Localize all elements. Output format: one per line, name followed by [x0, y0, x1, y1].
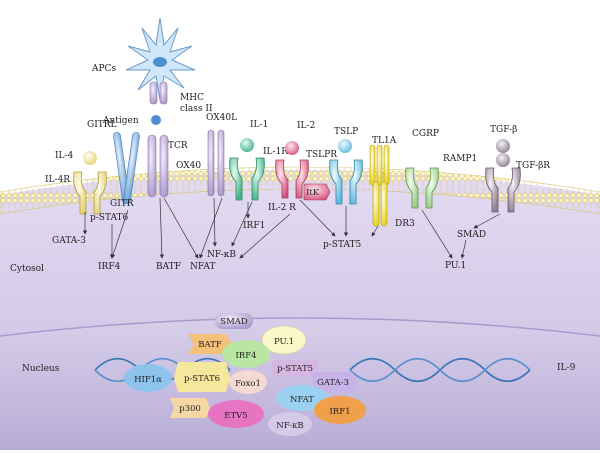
nfat-factor: NFAT — [276, 385, 328, 411]
svg-text:BATF: BATF — [198, 340, 222, 350]
pu1-label: PU.1 — [445, 261, 466, 271]
irf1-factor: IRF1 — [314, 396, 366, 424]
nucleus-region — [0, 318, 600, 450]
il1r-label: IL-1R — [263, 147, 288, 157]
il1-label: IL-1 — [250, 120, 268, 130]
cgrp-label: CGRP — [412, 129, 439, 139]
tslpr-receptor — [329, 159, 363, 205]
batf-label: BATF — [156, 262, 181, 272]
il2r-receptor — [275, 159, 309, 199]
irf1-label: IRF1 — [243, 221, 265, 231]
antigen-dot — [151, 115, 161, 125]
pstat6-label: p-STAT6 — [90, 213, 128, 223]
il4-label: IL-4 — [55, 151, 74, 161]
nfat-label: NFAT — [190, 262, 215, 272]
svg-text:Foxo1: Foxo1 — [235, 379, 261, 389]
hif1a-factor: HIF1α — [124, 364, 172, 392]
gata3-label: GATA-3 — [52, 236, 86, 246]
nuclear-factor-complex: SMAD BATF PU.1 IRF4 p-STAT5 HIF1α p-STAT… — [124, 313, 366, 436]
svg-text:HIF1α: HIF1α — [134, 375, 162, 385]
il1-ligand — [240, 138, 254, 152]
mhc-label-line1: MHC — [180, 93, 204, 103]
svg-text:NF-κB: NF-κB — [276, 421, 303, 431]
tgfbr-receptor — [485, 167, 521, 213]
ox40-label: OX40 — [176, 161, 201, 171]
foxo1-factor: Foxo1 — [229, 370, 267, 394]
svg-text:PU.1: PU.1 — [274, 337, 294, 347]
il2-ligand — [285, 141, 299, 155]
smad-factor: SMAD — [215, 313, 253, 329]
tcr-receptor — [147, 134, 169, 198]
svg-text:IRF4: IRF4 — [235, 351, 256, 361]
tcr-label: TCR — [168, 141, 188, 151]
il4r-label: IL-4R — [45, 175, 70, 185]
mhc-class-ii — [149, 81, 168, 105]
svg-text:p300: p300 — [179, 404, 201, 414]
itk-kinase: ItK — [303, 183, 331, 201]
mhc-label-line2: class II — [180, 104, 213, 114]
tgfb-ligand — [496, 139, 510, 153]
il2-label: IL-2 — [297, 121, 315, 131]
tslp-ligand — [338, 139, 352, 153]
svg-text:GATA-3: GATA-3 — [317, 378, 349, 388]
nucleus-label: Nucleus — [22, 364, 60, 374]
etv5-factor: ETV5 — [208, 400, 264, 428]
gitrl-label: GITRL — [87, 120, 117, 130]
cytosol-label: Cytosol — [10, 264, 44, 274]
svg-text:SMAD: SMAD — [220, 317, 248, 327]
batf-factor: BATF — [188, 334, 232, 354]
pstat5-label: p-STAT5 — [323, 240, 361, 250]
svg-text:p-STAT5: p-STAT5 — [277, 364, 313, 374]
il1r-receptor — [229, 157, 265, 201]
il4-ligand — [83, 151, 97, 165]
antigen-label: Antigen — [102, 116, 139, 126]
nuclear-envelope — [0, 317, 600, 337]
tl1a-label: TL1A — [372, 136, 397, 146]
nfkb-factor: NF-κB — [268, 412, 312, 436]
itk-label: ItK — [306, 188, 320, 198]
irf4-label: IRF4 — [98, 262, 121, 272]
il2r-label: IL-2 R — [268, 203, 296, 213]
gata3-factor: GATA-3 — [308, 372, 358, 392]
smad-label: SMAD — [457, 230, 486, 240]
il9-gene-label: IL-9 — [557, 363, 576, 373]
apcs-label: APCs — [91, 64, 116, 74]
ox40-receptor — [207, 129, 225, 197]
p300-factor: p300 — [170, 398, 210, 418]
tslp-label: TSLP — [334, 127, 358, 137]
signaling-arrows — [82, 197, 501, 259]
svg-text:ETV5: ETV5 — [224, 411, 247, 421]
il4r-receptor — [73, 171, 107, 215]
dr3-label: DR3 — [395, 219, 415, 229]
ramp1-label: RAMP1 — [443, 154, 477, 164]
tslpr-label: TSLPR — [306, 150, 337, 160]
ox40l-label: OX40L — [206, 113, 237, 123]
tgfb-label: TGF-β — [490, 125, 517, 135]
tgfb-ligand-2 — [496, 153, 510, 167]
nfkb-label: NF-κB — [207, 250, 236, 260]
irf4-factor: IRF4 — [222, 340, 270, 368]
gitr-label: GITR — [110, 199, 134, 209]
ramp1-receptor — [405, 167, 439, 209]
pstat5-factor: p-STAT5 — [272, 360, 318, 376]
tgfbr-label: TGF-βR — [516, 161, 550, 171]
pu1-factor: PU.1 — [261, 325, 307, 355]
tl1a-dr3-complex — [369, 144, 390, 227]
svg-text:IRF1: IRF1 — [329, 407, 350, 417]
pstat6-factor: p-STAT6 — [174, 362, 230, 392]
gitr-receptor — [113, 131, 140, 205]
svg-text:p-STAT6: p-STAT6 — [184, 374, 220, 384]
svg-text:NFAT: NFAT — [290, 395, 314, 405]
